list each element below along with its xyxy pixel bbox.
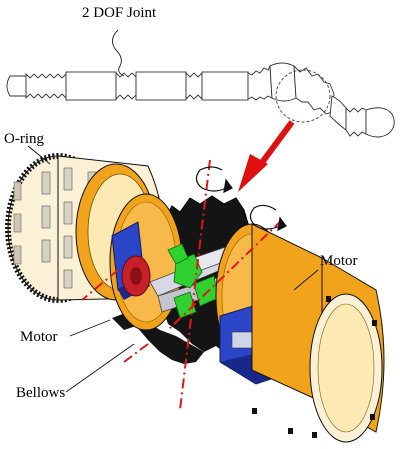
- rigid-segment-1: [65, 71, 117, 101]
- bellows-segment-3: [185, 71, 203, 101]
- label-bellows: Bellows: [16, 385, 66, 401]
- bellows-segment-6: [345, 106, 367, 137]
- bellows-segment-2: [115, 71, 137, 101]
- rigid-segment-3: [201, 71, 249, 101]
- robot-body-outline: [6, 62, 395, 138]
- rotation-axis-vertical: [179, 159, 211, 411]
- zoom-arrow: [238, 120, 295, 192]
- cylinder-axis-2: [123, 343, 149, 363]
- cylinder-axis: [81, 269, 119, 301]
- bellows-segment-4: [247, 64, 273, 101]
- rotation-axes: [81, 159, 283, 411]
- rigid-segment-4: [269, 62, 297, 102]
- label-oring: O-ring: [4, 131, 44, 147]
- joint-leader-line: [112, 29, 125, 77]
- left-gear: [121, 255, 151, 297]
- rigid-segment-2: [135, 71, 187, 101]
- rigid-segment-5: [329, 95, 347, 131]
- head-cap: [365, 107, 395, 138]
- oring-leader-line: [27, 145, 51, 165]
- joint-highlight-circle: [275, 69, 331, 123]
- motor-left-leader-line: [69, 319, 111, 337]
- rotation-axis-diagonal: [167, 219, 283, 331]
- right-shell: [251, 223, 385, 443]
- bellows-segment-1: [25, 72, 67, 100]
- rotation-arrow-middle: [249, 204, 287, 232]
- rotation-arrow-top: [195, 166, 233, 194]
- motor-right-leader-line: [293, 269, 319, 291]
- label-motor-left: Motor: [20, 329, 58, 345]
- bellows-leader-line: [65, 343, 135, 393]
- label-leader-lines: [27, 145, 319, 393]
- label-2dof-joint: 2 DOF Joint: [82, 5, 157, 21]
- label-motor-right: Motor: [320, 253, 358, 269]
